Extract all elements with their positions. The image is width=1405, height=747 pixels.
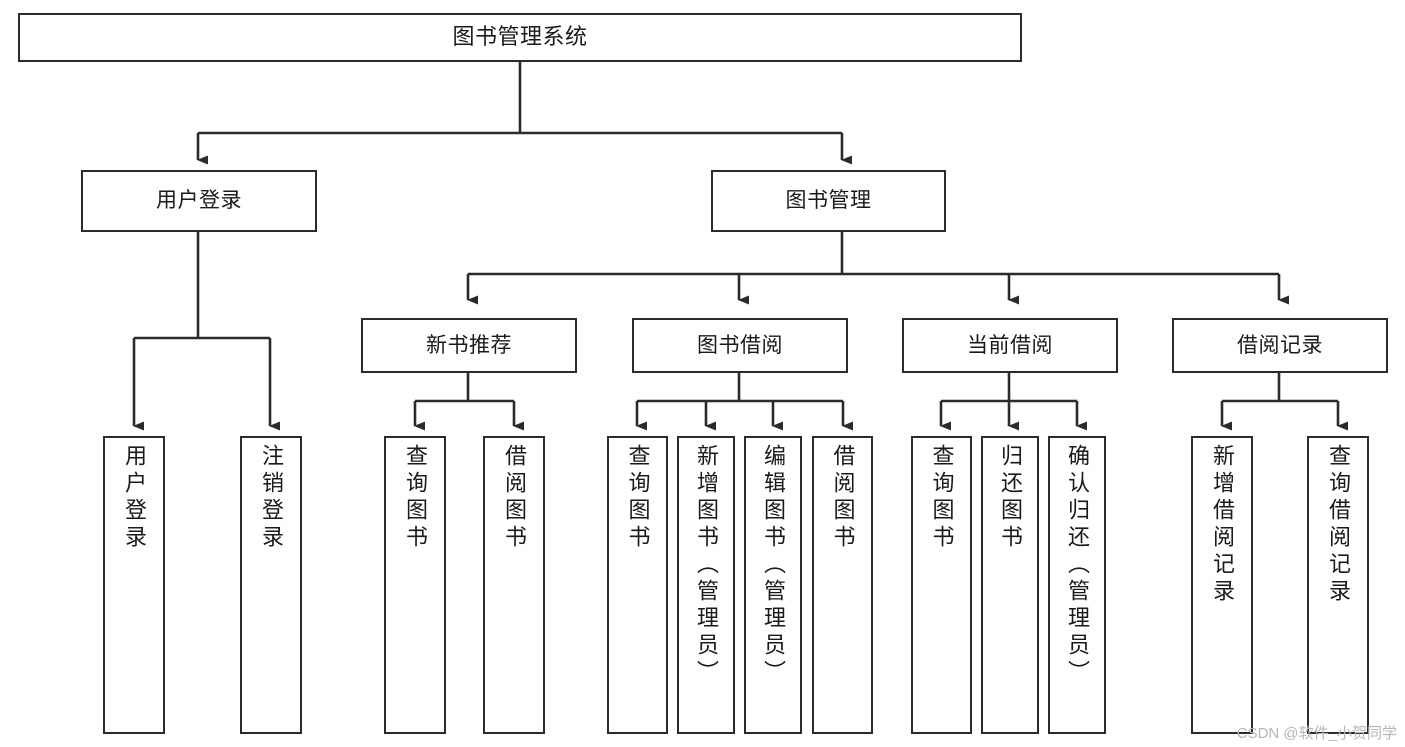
node-root-book-management-system[interactable]: 图书管理系统 (18, 13, 1022, 62)
csdn-watermark: CSDN @软件_小贺同学 (1236, 725, 1397, 742)
node-borrow-record[interactable]: 借阅记录 (1172, 318, 1388, 373)
node-leaf-user-login-label: 用户登录 (122, 444, 147, 552)
node-leaf-bb-edit-book-admin-label: 编辑图书（管理员） (761, 444, 786, 687)
node-leaf-cb-return-book-label: 归还图书 (998, 444, 1023, 552)
node-leaf-bb-borrow-book-label: 借阅图书 (830, 444, 856, 552)
node-leaf-nb-query-book[interactable]: 查询图书 (384, 436, 446, 734)
node-leaf-cb-confirm-return-admin-label: 确认归还（管理员） (1065, 444, 1090, 687)
node-leaf-nb-query-book-label: 查询图书 (403, 444, 428, 552)
node-new-book-recommend-label: 新书推荐 (426, 333, 512, 357)
node-leaf-bb-query-book-label: 查询图书 (625, 444, 651, 552)
node-leaf-bb-edit-book-admin[interactable]: 编辑图书（管理员） (744, 436, 802, 734)
node-user-login[interactable]: 用户登录 (81, 170, 317, 232)
node-leaf-logout-label: 注销登录 (259, 444, 284, 552)
node-leaf-cb-confirm-return-admin[interactable]: 确认归还（管理员） (1048, 436, 1106, 734)
node-leaf-bb-add-book-admin[interactable]: 新增图书（管理员） (677, 436, 735, 734)
node-leaf-cb-query-book[interactable]: 查询图书 (911, 436, 972, 734)
node-leaf-br-add-record-label: 新增借阅记录 (1210, 444, 1235, 606)
node-leaf-br-query-record[interactable]: 查询借阅记录 (1307, 436, 1369, 734)
node-user-login-label: 用户登录 (156, 189, 242, 213)
node-leaf-cb-query-book-label: 查询图书 (929, 444, 955, 552)
node-leaf-bb-borrow-book[interactable]: 借阅图书 (812, 436, 873, 734)
node-current-borrow-label: 当前借阅 (967, 333, 1053, 357)
node-book-borrow-label: 图书借阅 (697, 333, 783, 357)
node-current-borrow[interactable]: 当前借阅 (902, 318, 1118, 373)
node-leaf-logout[interactable]: 注销登录 (240, 436, 302, 734)
node-book-management-label: 图书管理 (785, 189, 872, 213)
node-leaf-br-add-record[interactable]: 新增借阅记录 (1191, 436, 1253, 734)
node-leaf-bb-query-book[interactable]: 查询图书 (607, 436, 668, 734)
node-root-label: 图书管理系统 (452, 24, 588, 50)
node-borrow-record-label: 借阅记录 (1237, 333, 1323, 357)
node-book-management[interactable]: 图书管理 (711, 170, 946, 232)
node-leaf-nb-borrow-book[interactable]: 借阅图书 (483, 436, 545, 734)
node-book-borrow[interactable]: 图书借阅 (632, 318, 848, 373)
node-leaf-br-query-record-label: 查询借阅记录 (1326, 444, 1351, 606)
node-leaf-cb-return-book[interactable]: 归还图书 (981, 436, 1039, 734)
node-new-book-recommend[interactable]: 新书推荐 (361, 318, 577, 373)
node-leaf-nb-borrow-book-label: 借阅图书 (502, 444, 527, 552)
node-leaf-bb-add-book-admin-label: 新增图书（管理员） (694, 444, 719, 687)
node-leaf-user-login[interactable]: 用户登录 (103, 436, 165, 734)
